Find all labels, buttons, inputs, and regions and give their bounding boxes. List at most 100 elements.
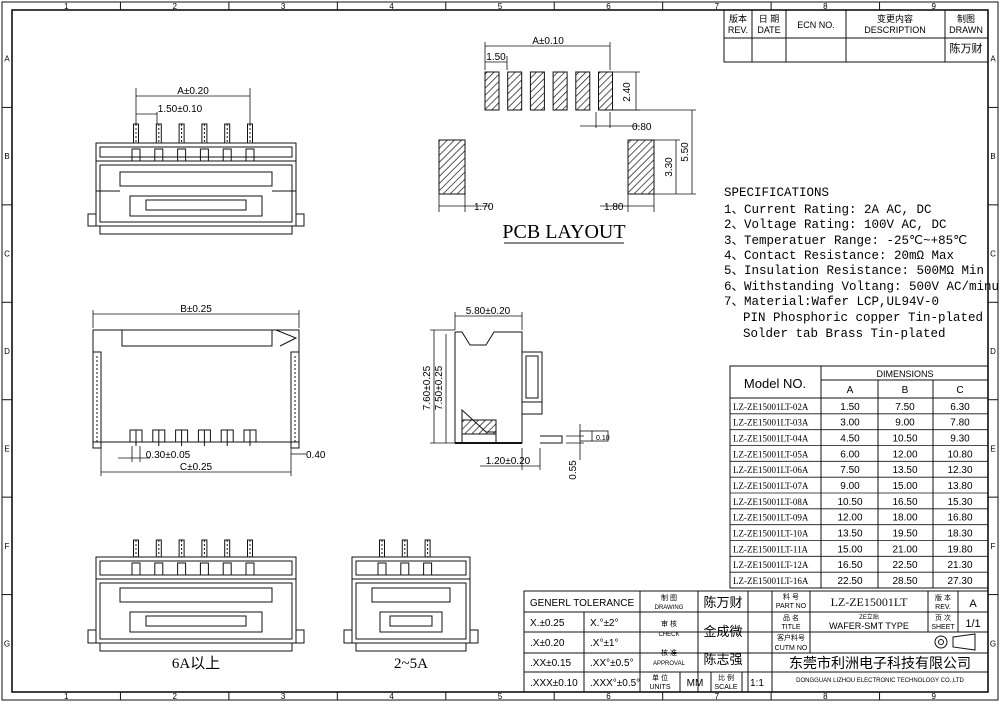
pcb-pad <box>598 71 613 111</box>
table-model-header: Model NO. <box>744 376 806 391</box>
pin-contact <box>177 148 187 162</box>
pin-contact <box>154 562 164 576</box>
pcb-dim-labels: A±0.10 1.50 2.40 0.80 5.50 3.30 1.70 1.8… <box>474 36 691 213</box>
rev-cn-tb: 版 本 <box>935 593 951 602</box>
pcb-pad <box>575 71 591 111</box>
check-cn: 审 核 <box>661 619 677 628</box>
border-col-label: 7 <box>715 2 720 11</box>
front-view-connector <box>92 329 300 449</box>
pcb-layout <box>438 71 655 195</box>
pin-contact <box>131 148 141 162</box>
table-dim-cell: 6.30 <box>950 402 970 413</box>
pin-contact <box>400 562 410 576</box>
table-dim-cell: 10.80 <box>947 449 972 460</box>
top-view-dim-pitch: 1.50±0.10 <box>158 104 203 115</box>
projection-symbol <box>934 633 976 651</box>
approval-cn: 核 准 <box>661 648 677 657</box>
border-col-label: 2 <box>172 2 177 11</box>
table-dim-cell: 3.00 <box>840 418 860 429</box>
pcb-dim-span: 5.50 <box>680 142 691 162</box>
front-dim-gap: 0.40 <box>306 450 326 461</box>
border-row-label: F <box>5 542 10 551</box>
table-dim-cell: 12.30 <box>947 465 972 476</box>
pcb-dim-tab-w-right: 1.80 <box>604 202 624 213</box>
table-dim-cell: 16.50 <box>837 560 862 571</box>
check-name: 金成微 <box>703 624 742 639</box>
side-dim-foot: 1.20±0.20 <box>486 456 531 467</box>
pcb-pad <box>552 71 568 111</box>
border-col-label: 8 <box>823 2 828 11</box>
title-en: TITLE <box>781 624 800 631</box>
label-2-5a: 2~5A <box>394 656 428 672</box>
table-col-c: C <box>956 385 963 396</box>
check-en: CHECK <box>658 632 679 638</box>
pin-contact <box>131 562 141 576</box>
table-model-cell: LZ-ZE15001LT-16A <box>733 576 809 586</box>
table-dim-cell: 21.30 <box>947 560 972 571</box>
table-dim-cell: 13.80 <box>947 481 972 492</box>
table-dim-cell: 13.50 <box>837 529 862 540</box>
sheet-en: SHEET <box>931 624 955 631</box>
table-model-cell: LZ-ZE15001LT-10A <box>733 529 809 539</box>
side-dim-h2: 7.50±0.25 <box>434 365 445 410</box>
drawing-en: DRAWING <box>655 605 684 611</box>
tolerance-title: GENERL TOLERANCE <box>530 598 635 609</box>
drawn-name: 陈万财 <box>950 41 983 55</box>
company-cn: 东莞市利洲电子科技有限公司 <box>789 655 971 672</box>
partno-value: LZ-ZE15001LT <box>831 595 909 609</box>
rev-en: REV. <box>728 25 748 35</box>
border-col-label: 1 <box>64 2 69 11</box>
front-dim-c: C±0.25 <box>180 462 213 473</box>
tol-3a: .XX±0.15 <box>530 658 572 669</box>
pin-contact <box>377 562 387 576</box>
side-dim-h1: 7.60±0.25 <box>422 365 433 410</box>
spec-line-9: Solder tab Brass Tin-plated <box>743 327 946 341</box>
pin-contact <box>199 562 209 576</box>
table-dim-cell: 18.00 <box>892 513 917 524</box>
ecn-label: ECN NO. <box>797 20 835 30</box>
front-dim-b: B±0.25 <box>180 304 212 315</box>
table-dim-cell: 7.50 <box>895 402 915 413</box>
pin-contact <box>199 148 209 162</box>
pin-contact <box>245 148 255 162</box>
label-6a-up: 6A以上 <box>172 655 220 672</box>
tol-4b: .XXX°±0.5° <box>590 678 640 689</box>
border-col-label: 3 <box>281 692 286 701</box>
rev-en-tb: REV. <box>935 604 951 611</box>
border-col-label: 4 <box>389 2 394 11</box>
specifications: SPECIFICATIONS 1、Current Rating: 2A AC, … <box>724 186 1000 341</box>
border-row-label: B <box>4 152 9 161</box>
table-dim-cell: 12.00 <box>837 513 862 524</box>
tol-2b: .X°±1° <box>590 638 619 649</box>
spec-line-1: 1、Current Rating: 2A AC, DC <box>724 203 932 217</box>
table-dim-cell: 15.00 <box>892 481 917 492</box>
table-col-b: B <box>902 385 909 396</box>
spec-title: SPECIFICATIONS <box>724 186 829 200</box>
side-view-dim-labels: 5.80±0.20 7.60±0.25 7.50±0.25 1.20±0.20 … <box>422 306 610 480</box>
border-row-label: C <box>4 250 10 259</box>
desc-en: DESCRIPTION <box>864 25 926 35</box>
drawn-cn: 制图 <box>957 13 975 24</box>
table-dim-cell: 15.00 <box>837 544 862 555</box>
border-row-label: E <box>4 444 9 453</box>
side-dim-flat: 0.10 <box>596 435 610 442</box>
border-col-label: 9 <box>932 2 937 11</box>
border-col-label: 6 <box>606 692 611 701</box>
border-col-label: 7 <box>715 692 720 701</box>
table-dim-cell: 9.30 <box>950 434 970 445</box>
title-value: WAFER-SMT TYPE <box>829 621 909 631</box>
pcb-pad <box>507 71 523 111</box>
side-dim-depth: 5.80±0.20 <box>466 306 511 317</box>
company-en: DONGGUAN LIZHOU ELECTRONIC TECHNOLOGY CO… <box>796 678 964 684</box>
units-cn: 单 位 <box>652 673 668 682</box>
rev-cn: 版本 <box>729 13 747 24</box>
border-row-label: D <box>990 347 996 356</box>
side-view-dims <box>430 312 609 470</box>
revision-text: 版本 REV. 日 期 DATE ECN NO. 变更内容 DESCRIPTIO… <box>728 13 983 55</box>
date-en: DATE <box>757 25 780 35</box>
table-model-cell: LZ-ZE15001LT-05A <box>733 449 809 459</box>
spec-line-8: PIN Phosphoric copper Tin-plated <box>743 311 983 325</box>
border-row-label: B <box>990 152 995 161</box>
title-block-text: GENERL TOLERANCE X.±0.25 X.°±2° .X±0.20 … <box>530 592 981 691</box>
